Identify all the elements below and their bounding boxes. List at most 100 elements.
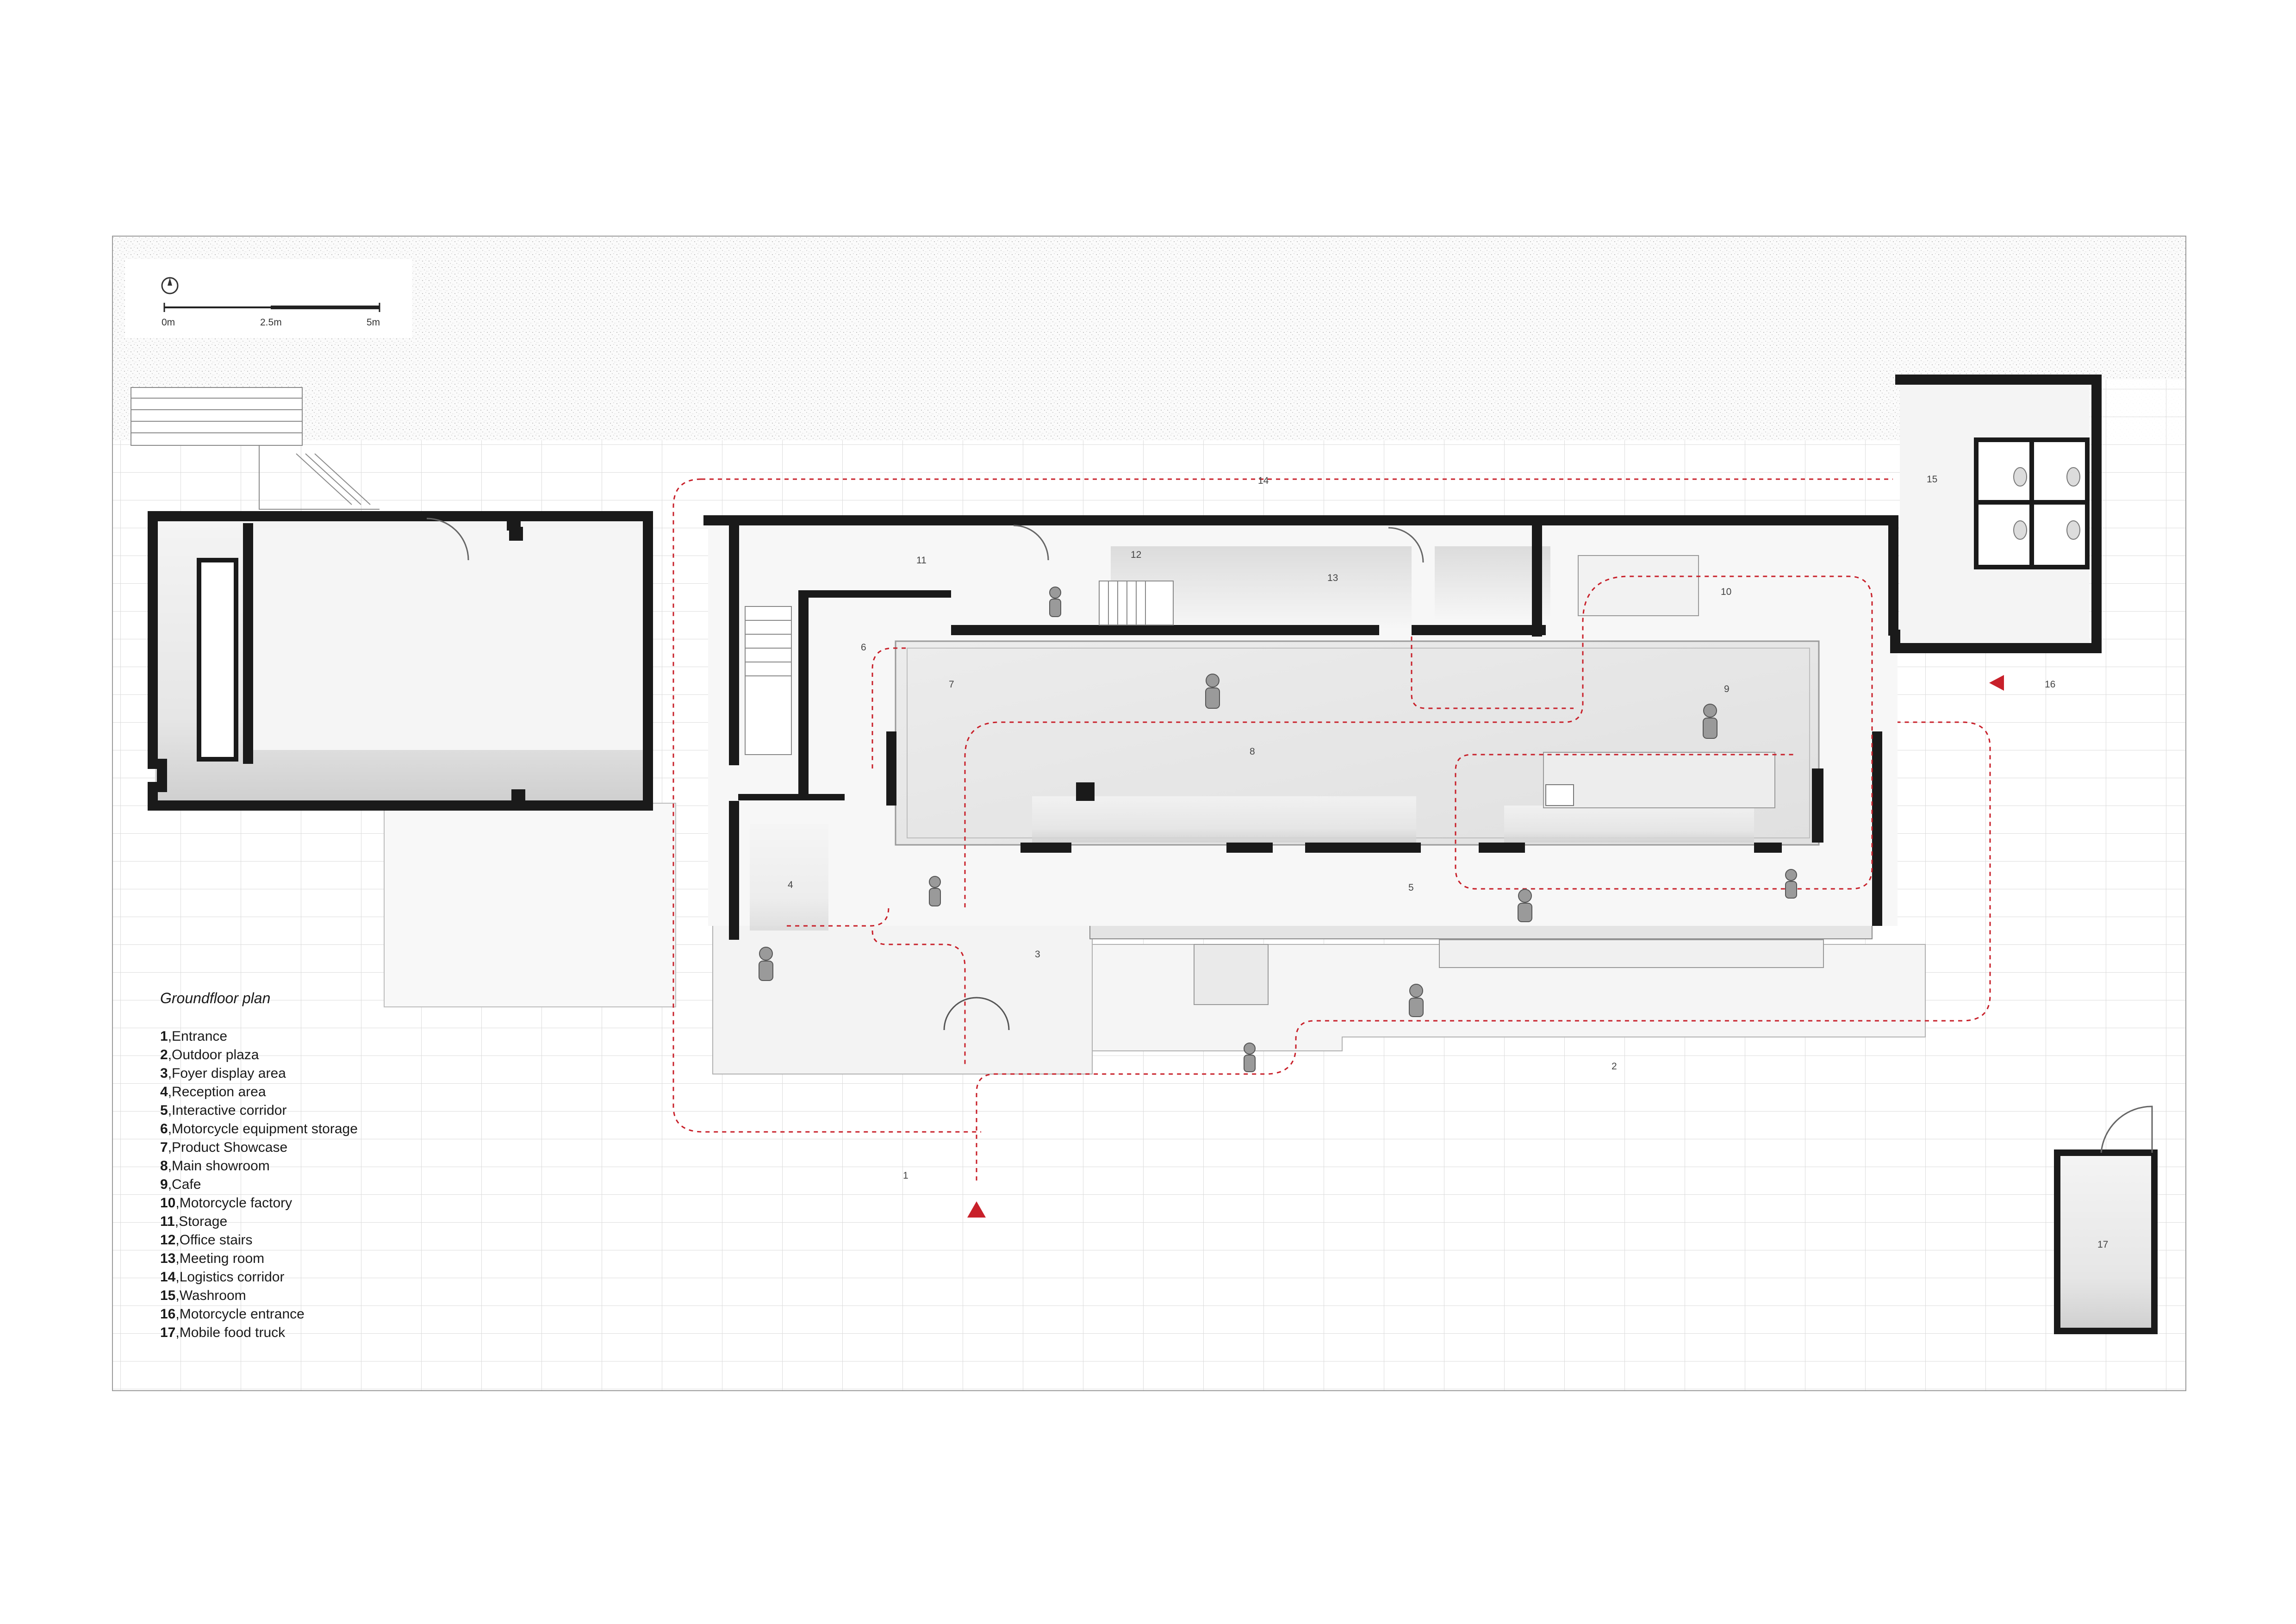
legend-item-label: Main showroom xyxy=(172,1158,270,1174)
room-tag-3: 3 xyxy=(1035,949,1040,960)
left-window-bay xyxy=(197,558,238,762)
legend-list: 1,Entrance 2,Outdoor plaza 3,Foyer display… xyxy=(160,1027,530,1342)
food-truck-body xyxy=(2054,1149,2158,1334)
scale-label-end: 5m xyxy=(367,317,380,328)
entrance-arrow-icon xyxy=(967,1201,986,1218)
side-stairs xyxy=(745,606,792,755)
shadow-4 xyxy=(1504,806,1754,843)
scale-label-0: 0m xyxy=(162,317,175,328)
room-tag-16: 16 xyxy=(2045,679,2055,690)
left-wall-inner xyxy=(243,523,253,764)
legend-item: 11,Storage xyxy=(160,1214,228,1229)
bench-step xyxy=(1439,939,1824,968)
legend-item-label: Logistics corridor xyxy=(179,1269,285,1285)
person-figure-icon xyxy=(759,587,1797,1072)
room-tag-8: 8 xyxy=(1250,746,1255,757)
main-building-walls xyxy=(507,515,1898,940)
legend-item: 2,Outdoor plaza xyxy=(160,1047,259,1062)
legend-item: 8,Main showroom xyxy=(160,1158,270,1174)
legend-panel: Groundfloor plan 1,Entrance 2,Outdoor pla… xyxy=(160,990,530,1342)
shadow-3 xyxy=(1032,796,1416,843)
toilet-icon xyxy=(2013,467,2080,540)
room-tag-17: 17 xyxy=(2097,1239,2108,1250)
front-plinth-right xyxy=(1092,944,1926,1051)
legend-item: 12,Office stairs xyxy=(160,1232,253,1248)
washroom-stalls xyxy=(1974,437,2090,569)
cafe-counter xyxy=(1543,752,1775,808)
legend-item: 9,Cafe xyxy=(160,1177,201,1192)
legend-item: 14,Logistics corridor xyxy=(160,1269,285,1285)
room-tag-4: 4 xyxy=(788,880,793,890)
gravel-cover-2 xyxy=(1985,237,2185,375)
legend-item: 7,Product Showcase xyxy=(160,1140,288,1155)
legend-item-label: Storage xyxy=(179,1214,228,1229)
legend-item: 1,Entrance xyxy=(160,1029,228,1044)
room-tag-15: 15 xyxy=(1927,474,1937,485)
washroom-walls xyxy=(1890,375,2102,653)
left-column-b xyxy=(511,789,525,808)
legend-item-label: Washroom xyxy=(179,1288,246,1303)
legend-item-number: 4 xyxy=(160,1084,168,1099)
legend-item-number: 17 xyxy=(160,1325,176,1340)
legend-item-label: Cafe xyxy=(172,1177,201,1192)
room-tag-13: 13 xyxy=(1327,573,1338,583)
room-tag-2: 2 xyxy=(1612,1061,1617,1072)
room-tag-7: 7 xyxy=(949,679,954,690)
food-truck-door-swing xyxy=(2100,1106,2153,1153)
legend-item: 5,Interactive corridor xyxy=(160,1103,287,1118)
legend-item-label: Office stairs xyxy=(179,1232,253,1248)
room-tag-1: 1 xyxy=(903,1170,908,1181)
room-tag-9: 9 xyxy=(1724,684,1730,694)
room-tag-6: 6 xyxy=(861,642,866,653)
legend-item-label: Product Showcase xyxy=(172,1140,288,1155)
legend-item-number: 3 xyxy=(160,1066,168,1081)
lower-terrace xyxy=(384,803,676,1007)
legend-item-label: Reception area xyxy=(172,1084,266,1099)
left-door-swing xyxy=(426,518,469,561)
entrance-door-swing xyxy=(943,997,1010,1031)
room-tag-12: 12 xyxy=(1131,550,1141,560)
factory-bench xyxy=(1578,555,1699,616)
room-tag-5: 5 xyxy=(1408,882,1414,893)
legend-item: 13,Meeting room xyxy=(160,1251,265,1266)
legend-item: 4,Reception area xyxy=(160,1084,266,1099)
shadow-2 xyxy=(1435,546,1550,620)
left-building-inner xyxy=(245,528,643,750)
legend-item-number: 1 xyxy=(160,1029,168,1044)
legend-item-label: Motorcycle equipment storage xyxy=(172,1121,358,1137)
legend-item-label: Mobile food truck xyxy=(179,1325,286,1340)
legend-item: 15,Washroom xyxy=(160,1288,246,1303)
front-plinth xyxy=(712,921,1093,1074)
legend-item-number: 13 xyxy=(160,1251,176,1266)
plan-title: Groundfloor plan xyxy=(160,990,271,1006)
legend-item: 6,Motorcycle equipment storage xyxy=(160,1121,358,1137)
exterior-stair xyxy=(131,387,380,510)
legend-item-number: 2 xyxy=(160,1047,168,1062)
legend-item-label: Motorcycle entrance xyxy=(179,1306,305,1322)
room-tag-10: 10 xyxy=(1721,587,1731,597)
legend-item-label: Motorcycle factory xyxy=(179,1195,292,1211)
legend-item: 16,Motorcycle entrance xyxy=(160,1306,305,1322)
motorcycle-entrance-arrow-icon xyxy=(1989,675,2004,691)
scale-bar-panel xyxy=(125,259,412,338)
room-tag-14: 14 xyxy=(1258,475,1269,486)
office-stairs xyxy=(1099,581,1174,625)
gravel-cover xyxy=(113,237,1987,440)
legend-item-number: 7 xyxy=(160,1140,168,1155)
legend-item-number: 6 xyxy=(160,1121,168,1137)
circulation-route xyxy=(672,478,1991,1181)
storage-door-swing xyxy=(1013,525,1049,561)
legend-item-label: Outdoor plaza xyxy=(172,1047,259,1062)
north-arrow-icon xyxy=(161,277,179,294)
meeting-door-swing xyxy=(1388,527,1424,563)
legend-item-label: Interactive corridor xyxy=(172,1103,287,1118)
legend-item-number: 5 xyxy=(160,1103,168,1118)
legend-item-label: Entrance xyxy=(172,1029,228,1044)
planter-box xyxy=(1194,944,1269,1005)
cafe-counter-top xyxy=(1545,784,1574,806)
legend-item-label: Meeting room xyxy=(179,1251,265,1266)
legend-item: 3,Foyer display area xyxy=(160,1066,286,1081)
legend-item-number: 8 xyxy=(160,1158,168,1174)
legend-item: 10,Motorcycle factory xyxy=(160,1195,292,1211)
